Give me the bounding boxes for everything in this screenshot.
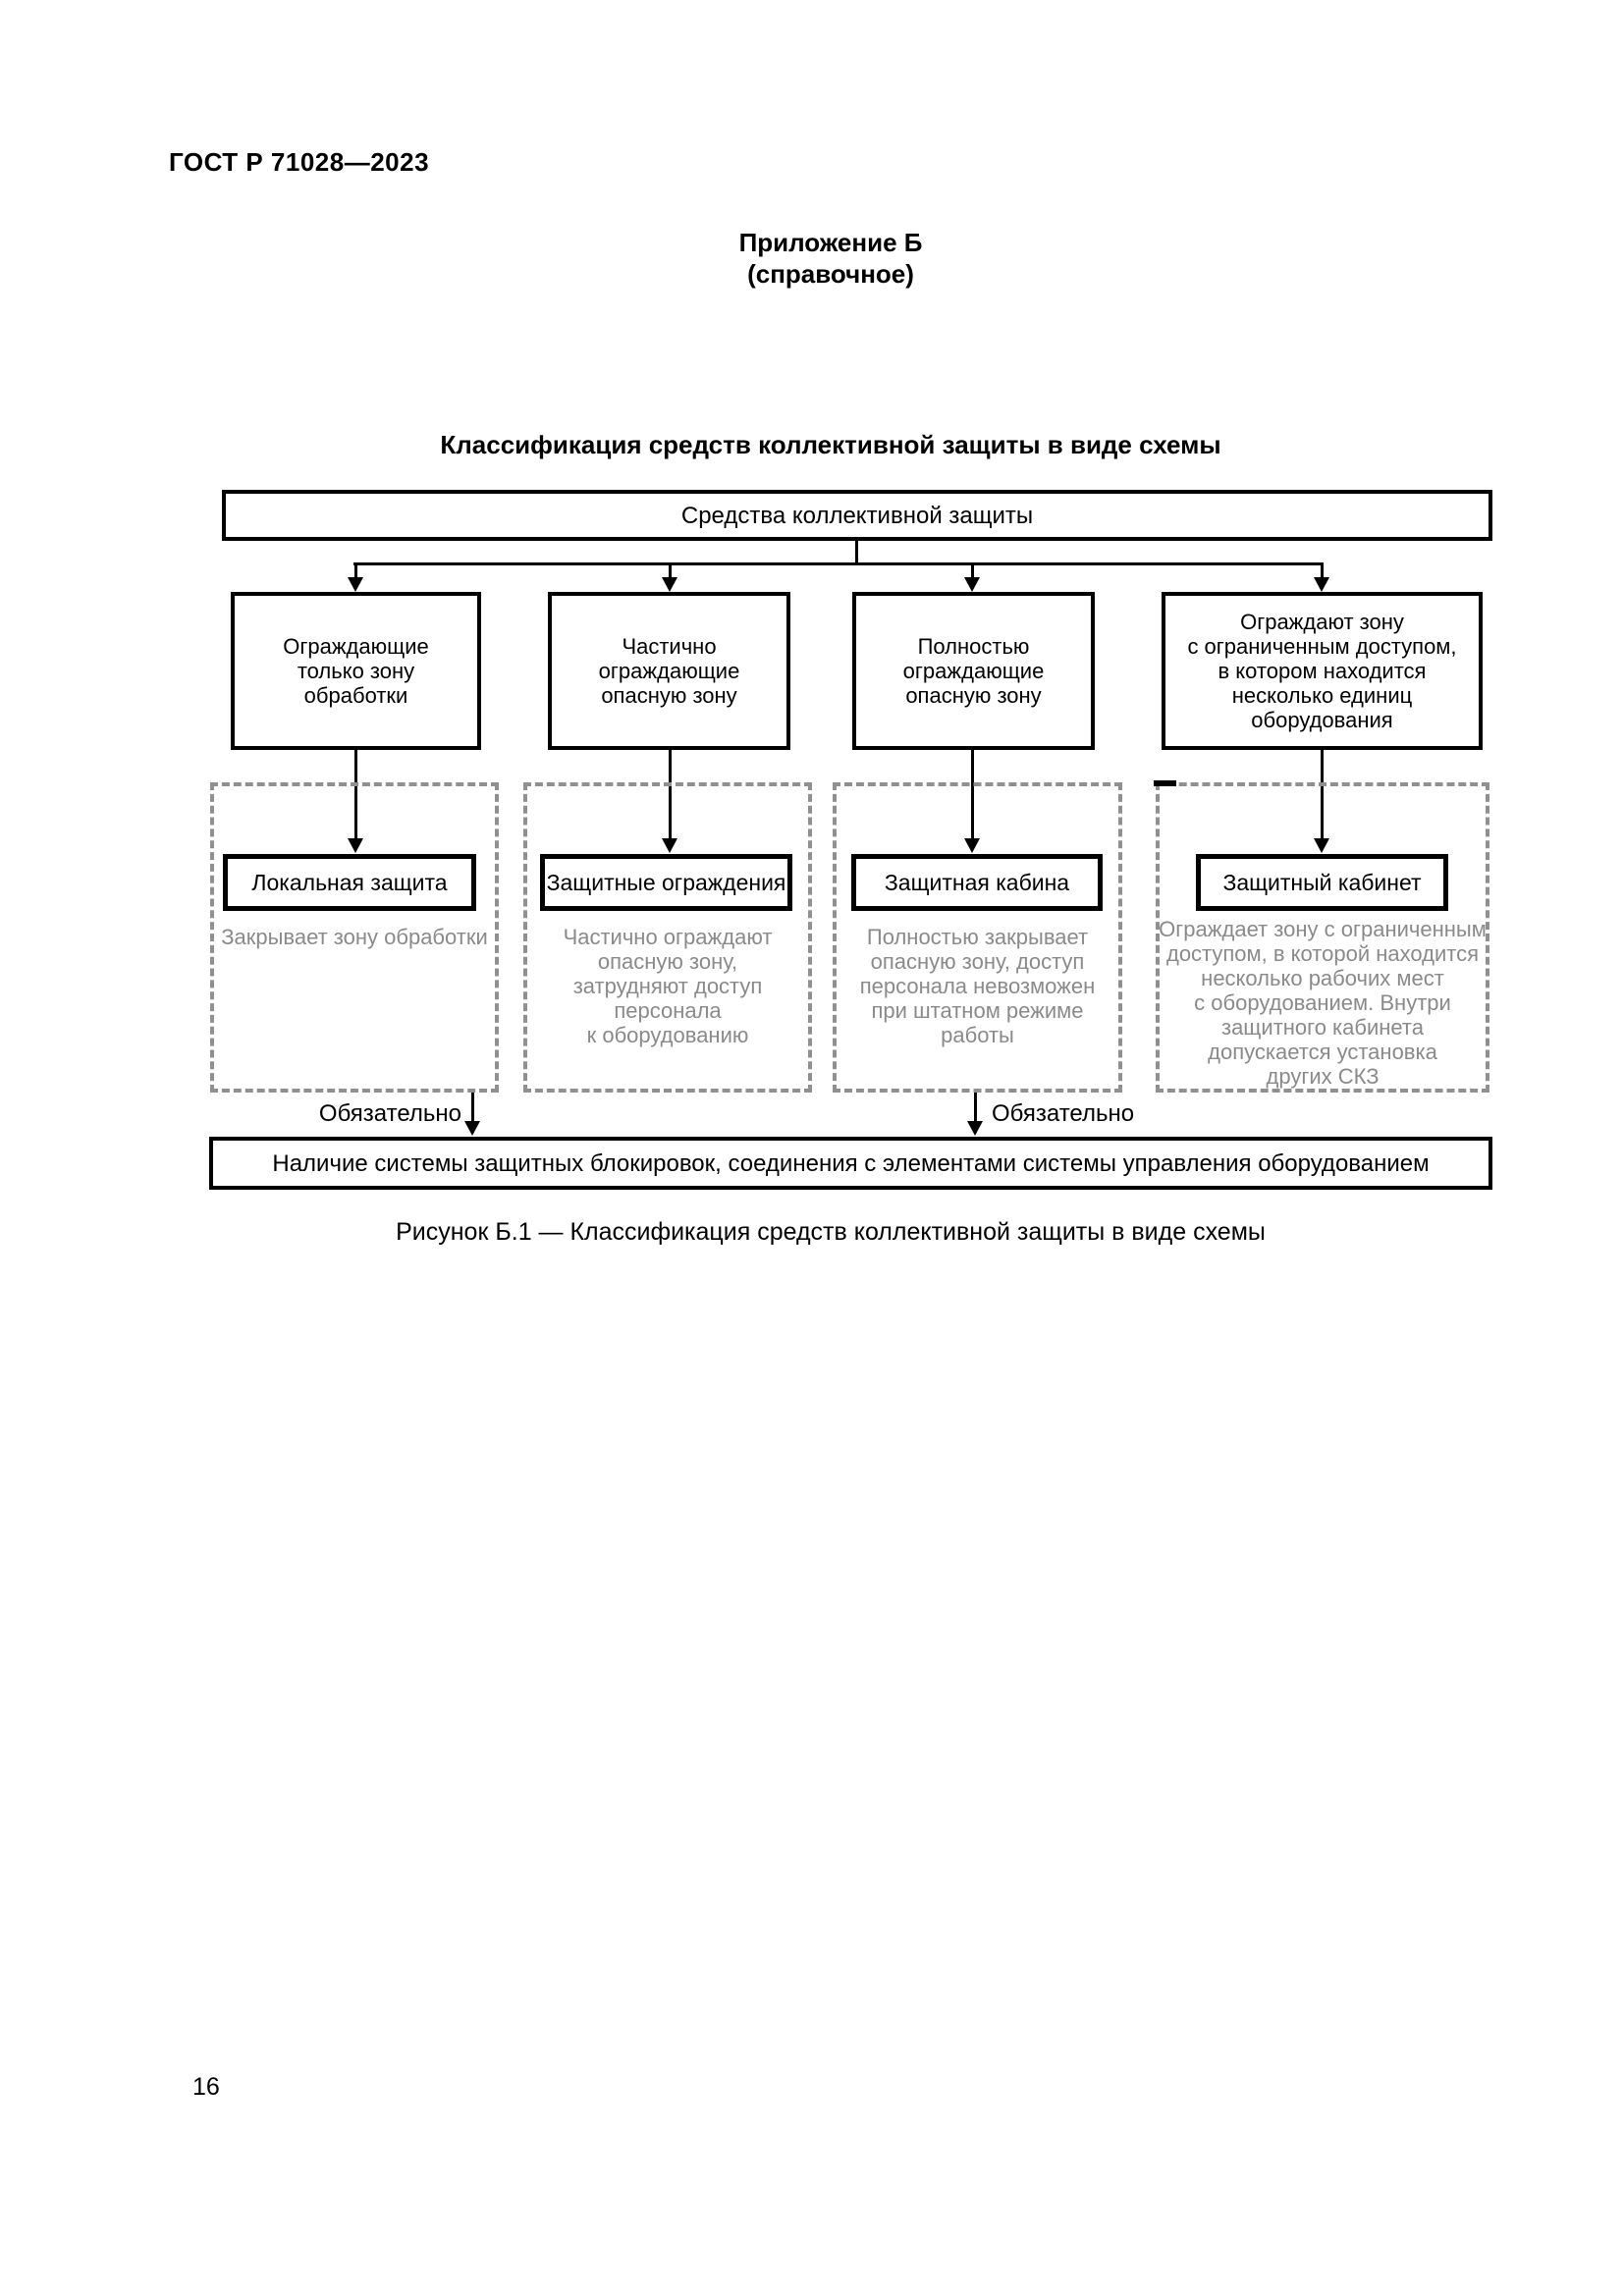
mandatory-line <box>974 1093 977 1123</box>
dashed-group-full <box>833 782 1122 1093</box>
name-box-protective-fences: Защитные ограждения <box>540 854 792 911</box>
print-artifact-mark <box>1154 780 1176 786</box>
interlock-system-bar: Наличие системы защитных блокировок, сое… <box>209 1137 1492 1190</box>
arrow-down-icon <box>348 577 363 592</box>
connector-line <box>354 750 357 839</box>
arrow-down-icon <box>1314 577 1329 592</box>
connector-line <box>971 750 974 839</box>
name-box-protective-cabinet: Защитный кабинет <box>1196 854 1448 911</box>
mandatory-label-right: Обязательно <box>992 1100 1135 1127</box>
root-box: Средства коллективной защиты <box>222 490 1492 541</box>
appendix-heading: Приложение Б (справочное) <box>738 228 923 289</box>
arrow-down-icon <box>348 838 363 853</box>
branch-drop-line <box>1321 562 1324 579</box>
name-box-protective-cabin: Защитная кабина <box>851 854 1103 911</box>
branch-line <box>353 562 1324 565</box>
root-stub-line <box>855 541 858 564</box>
category-box-partial: Частично ограждающие опасную зону <box>548 592 790 750</box>
figure-title: Классификация средств коллективной защит… <box>440 430 1221 459</box>
arrow-down-icon <box>662 577 677 592</box>
dashed-group-partial <box>523 782 812 1093</box>
arrow-down-icon <box>464 1121 480 1136</box>
dashed-group-restricted <box>1156 782 1489 1093</box>
description-local: Закрывает зону обработки <box>221 925 488 949</box>
description-partial: Частично ограждают опасную зону, затрудн… <box>563 925 773 1047</box>
page-number: 16 <box>192 2073 220 2101</box>
connector-line <box>669 750 672 839</box>
category-box-full: Полностью ограждающие опасную зону <box>852 592 1095 750</box>
category-box-restricted: Ограждают зону с ограниченным доступом, … <box>1162 592 1483 750</box>
arrow-down-icon <box>964 577 980 592</box>
category-box-local: Ограждающие только зону обработки <box>231 592 481 750</box>
branch-drop-line <box>669 562 672 579</box>
figure-caption: Рисунок Б.1 — Классификация средств колл… <box>396 1218 1266 1246</box>
mandatory-label-left: Обязательно <box>318 1100 461 1127</box>
arrow-down-icon <box>662 838 677 853</box>
description-full: Полностью закрывает опасную зону, доступ… <box>859 925 1096 1047</box>
arrow-down-icon <box>967 1121 983 1136</box>
branch-drop-line <box>354 562 357 579</box>
branch-drop-line <box>971 562 974 579</box>
mandatory-line <box>471 1093 474 1123</box>
document-number: ГОСТ Р 71028—2023 <box>169 147 430 177</box>
arrow-down-icon <box>1314 838 1329 853</box>
description-restricted: Ограждает зону с ограниченным доступом, … <box>1159 917 1487 1089</box>
name-box-local-protection: Локальная защита <box>223 854 476 911</box>
arrow-down-icon <box>964 838 980 853</box>
connector-line <box>1321 750 1324 839</box>
dashed-group-local <box>210 782 499 1093</box>
